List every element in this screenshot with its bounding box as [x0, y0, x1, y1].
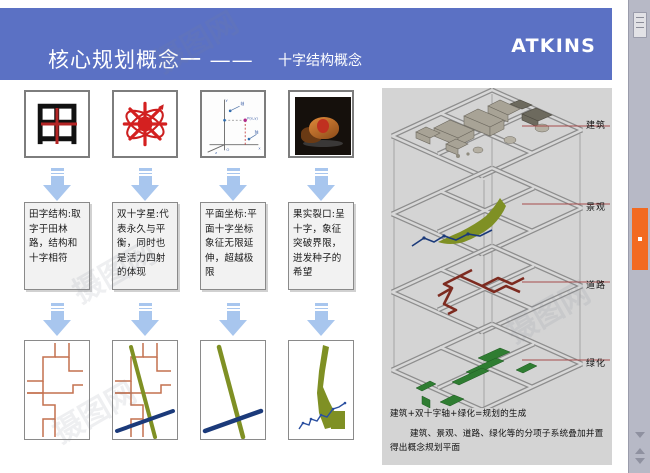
- thumbnail-tian-character[interactable]: 田: [24, 90, 90, 158]
- concept-box-coordinates: 平面坐标:平面十字坐标象征无限延伸，超越极限: [200, 202, 266, 290]
- thumbnail-red-atom[interactable]: [112, 90, 178, 158]
- layer-landscape: [392, 168, 610, 254]
- red-atom-icon: [122, 101, 168, 147]
- tian-cross-vertical: [55, 108, 59, 144]
- down-arrow-icon-1: [42, 168, 72, 202]
- diagram-double-cross-axes[interactable]: [200, 340, 266, 440]
- layer-greening: [392, 324, 610, 408]
- svg-text:y: y: [225, 98, 228, 102]
- svg-text:O: O: [226, 148, 229, 152]
- concept-body: 取字于田林路，结构和十字相符: [29, 209, 81, 264]
- page-subtitle: 十字结构概念: [278, 53, 362, 69]
- vertical-scrollbar[interactable]: [628, 0, 650, 473]
- caption-description: 建筑、景观、道路、绿化等的分项子系统叠加并置得出概念规划平面: [390, 429, 604, 453]
- down-arrow-icon-5: [42, 303, 72, 337]
- scroll-down-arrow-icon-1[interactable]: [635, 432, 645, 438]
- diagram-road-grid-with-axes[interactable]: [112, 340, 178, 440]
- concept-body: 平面十字坐标象征无限延伸，超越极限: [205, 209, 257, 278]
- diagram-road-grid-cross[interactable]: [24, 340, 90, 440]
- svg-text:z: z: [215, 151, 217, 155]
- scroll-up-arrow-icon[interactable]: [635, 448, 645, 454]
- double-cross-svg: [202, 344, 264, 439]
- thumbnail-row: 田: [8, 88, 378, 166]
- page-title: 核心规划概念一 ——: [48, 48, 254, 72]
- scrollbar-thumb[interactable]: [632, 208, 648, 270]
- concept-box-tian: 田字结构:取字于田林路，结构和十字相符: [24, 202, 90, 290]
- isometric-diagram: [382, 88, 610, 408]
- arrow-row-top: [8, 168, 378, 202]
- layer-label-landscape: 景观: [585, 203, 606, 213]
- layer-label-roads: 道路: [585, 281, 606, 291]
- layer-label-buildings: 建筑: [585, 121, 606, 131]
- down-arrow-icon-2: [130, 168, 160, 202]
- diagram-caption: 建筑+双十字轴+绿化=规划的生成 建筑、景观、道路、绿化等的分项子系统叠加并置得…: [390, 407, 608, 455]
- svg-text:x: x: [258, 146, 261, 150]
- tian-cross-horizontal: [41, 122, 77, 126]
- down-arrow-icon-8: [306, 303, 336, 337]
- down-arrow-icon-3: [218, 168, 248, 202]
- fruit-shadow: [303, 140, 343, 147]
- concept-box-fruit: 果实裂口:呈十字，象征突破界限，迸发种子的希望: [288, 202, 354, 290]
- svg-text:P(x,y): P(x,y): [247, 116, 258, 120]
- down-arrow-icon-4: [306, 168, 336, 202]
- diagram-green-corridor-water[interactable]: [288, 340, 354, 440]
- diagram-row: [8, 340, 378, 450]
- layer-buildings: [392, 90, 610, 176]
- down-arrow-icon-6: [130, 303, 160, 337]
- split-fruit-image: [295, 97, 351, 155]
- concept-box-row: 田字结构:取字于田林路，结构和十字相符 双十字星:代表永久与平衡，同时也是活力四…: [8, 202, 378, 296]
- concept-heading: 果实裂口:: [293, 209, 336, 220]
- concept-heading: 双十字星:: [117, 209, 160, 220]
- coordinate-axes-icon: 轴 轴 P(x,y) y x z O: [202, 92, 264, 156]
- down-arrow-icon-7: [218, 303, 248, 337]
- scroll-down-arrow-icon-2[interactable]: [635, 458, 645, 464]
- isometric-layers-panel[interactable]: 建筑 景观 道路 绿化 建筑+双十字轴+绿化=规划的生成 建筑、景观、道路、绿化…: [382, 88, 612, 465]
- concept-box-double-cross: 双十字星:代表永久与平衡，同时也是活力四射 的体现: [112, 202, 178, 290]
- road-grid-svg: [27, 343, 83, 437]
- scrollbar-thumb-notch: [638, 237, 642, 241]
- arrow-row-bottom: [8, 303, 378, 337]
- road-grid-axes-svg: [115, 343, 175, 439]
- atkins-logo: ATKINS: [511, 35, 596, 57]
- caption-formula: 建筑+双十字轴+绿化=规划的生成: [390, 409, 527, 419]
- slide-title-bar: 核心规划概念一 —— 十字结构概念 ATKINS 摄图网: [0, 8, 612, 80]
- concept-body: 呈十字，象征突破界限，迸发种子的希望: [293, 209, 345, 278]
- thumbnail-coordinate-axes[interactable]: 轴 轴 P(x,y) y x z O: [200, 90, 266, 158]
- fruit-seed: [317, 119, 329, 133]
- svg-text:轴: 轴: [255, 129, 259, 134]
- concept-heading: 田字结构:: [29, 209, 72, 220]
- green-corridor-svg: [298, 345, 347, 430]
- scrollbar-grip-handle[interactable]: [633, 12, 647, 38]
- svg-text:轴: 轴: [241, 101, 245, 106]
- concept-body: 代表永久与平衡，同时也是活力四射 的体现: [117, 209, 169, 278]
- thumbnail-split-fruit[interactable]: [288, 90, 354, 158]
- layer-roads: [392, 246, 610, 332]
- layer-label-greening: 绿化: [585, 359, 606, 369]
- concept-heading: 平面坐标:: [205, 209, 248, 220]
- concept-column: 田: [8, 88, 378, 465]
